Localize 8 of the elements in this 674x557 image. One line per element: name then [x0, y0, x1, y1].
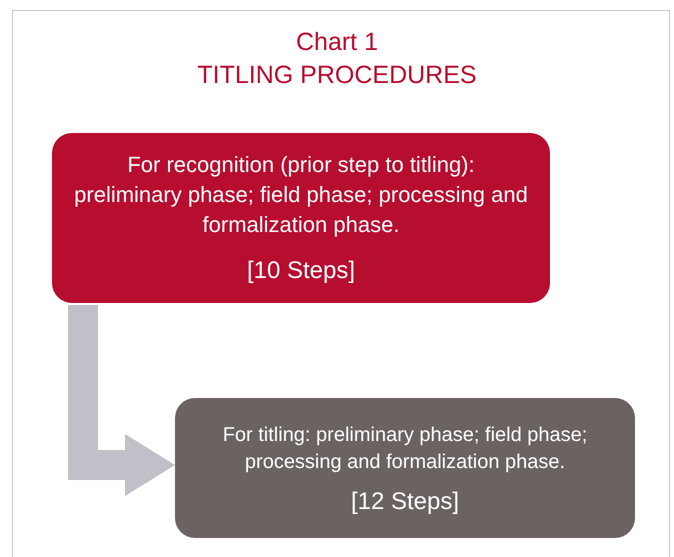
step-count: [10 Steps] — [246, 256, 356, 286]
step-description: For recognition (prior step to titling): preliminary phase; field phase; processing and formalization phase. — [73, 151, 529, 239]
elbow-arrow — [68, 305, 175, 496]
process-box — [52, 133, 550, 303]
step-count: [12 Steps] — [350, 488, 460, 514]
step-description: For titling: preliminary phase; field phase; processing and formalization phase. — [222, 422, 588, 474]
process-box — [175, 398, 635, 538]
chart-title: Chart 1 TITLING PROCEDURES — [196, 27, 478, 91]
